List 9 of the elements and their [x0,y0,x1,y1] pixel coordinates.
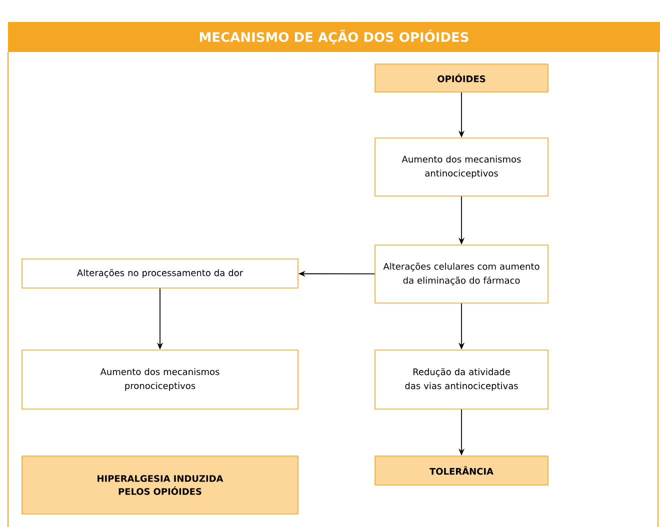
highlight-box: OPIÓIDES [374,64,548,92]
highlight-box: HIPERALGESIA INDUZIDA PELOS OPIÓIDES [22,456,298,514]
process-box: Aumento dos mecanismos antinociceptivos [374,138,548,196]
process-box: Redução da atividade das vias antinociceptivas [374,350,548,410]
title-band: MECANISMO DE AÇÃO DOS OPIÓIDES [8,22,660,52]
process-box: Alterações no processamento da dor [22,258,298,288]
process-box: Alterações celulares com aumento da eliminação do fármaco [374,244,548,304]
process-box: Aumento dos mecanismos pronociceptivos [22,350,298,410]
highlight-box: TOLERÂNCIA [374,456,548,486]
